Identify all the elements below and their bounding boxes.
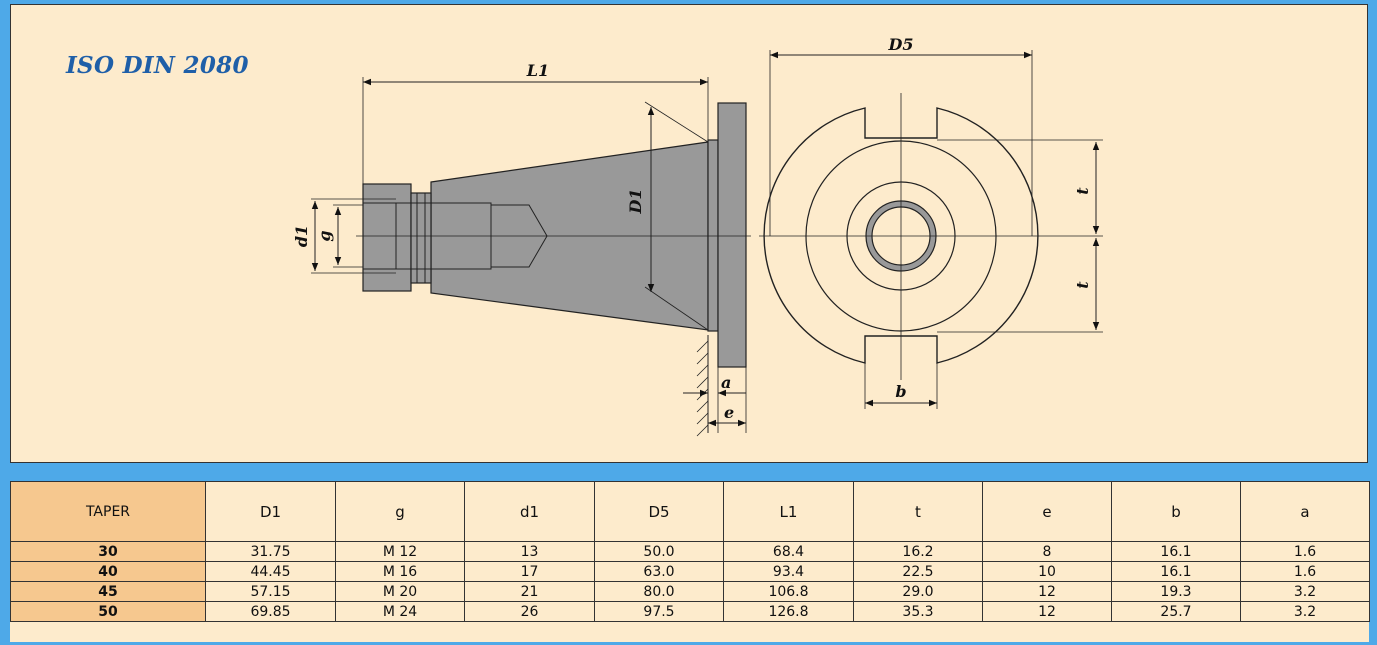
dimension-D1: D1: [626, 101, 709, 331]
dimension-L1: L1: [362, 61, 709, 184]
table-cell: 16.2: [853, 541, 983, 562]
label-d1: d1: [292, 225, 311, 247]
table-cell: 1.6: [1240, 561, 1370, 582]
header-d1: d1: [464, 481, 595, 542]
table-cell: 12: [982, 581, 1112, 602]
header-g: g: [335, 481, 465, 542]
dimension-t: t t: [937, 139, 1103, 333]
taper-cell: 30: [10, 541, 206, 562]
table-row: 45 57.15 M 20 21 80.0 106.8 29.0 12 19.3…: [10, 581, 1370, 602]
table-cell: 31.75: [205, 541, 336, 562]
table-cell: 57.15: [205, 581, 336, 602]
table-cell: 17: [464, 561, 595, 582]
table-cell: 93.4: [723, 561, 854, 582]
drawing-panel: ISO DIN 2080: [10, 4, 1368, 463]
table-cell: 13: [464, 541, 595, 562]
label-g: g: [315, 230, 334, 241]
table-cell: 68.4: [723, 541, 854, 562]
label-D1: D1: [626, 188, 645, 214]
label-t-upper: t: [1073, 187, 1092, 195]
label-L1: L1: [526, 61, 549, 80]
table-row: 40 44.45 M 16 17 63.0 93.4 22.5 10 16.1 …: [10, 561, 1370, 582]
header-L1: L1: [723, 481, 854, 542]
dimension-e: e: [708, 367, 747, 433]
taper-cell: 50: [10, 601, 206, 622]
table-cell: 26: [464, 601, 595, 622]
dimension-d1: d1: [292, 198, 396, 274]
flange-face: [707, 139, 719, 332]
header-a: a: [1240, 481, 1370, 542]
shank-neck: [410, 192, 432, 284]
table-cell: 50.0: [594, 541, 724, 562]
header-t: t: [853, 481, 983, 542]
dimension-g: g: [315, 204, 363, 268]
table-cell: 16.1: [1111, 541, 1241, 562]
table-cell: M 24: [335, 601, 465, 622]
table-cell: M 16: [335, 561, 465, 582]
table-cell: 69.85: [205, 601, 336, 622]
label-a: a: [721, 373, 731, 392]
label-t-lower: t: [1073, 281, 1092, 289]
table-cell: 29.0: [853, 581, 983, 602]
table-cell: 25.7: [1111, 601, 1241, 622]
header-taper: TAPER: [10, 481, 206, 542]
dimension-table-panel: TAPER D1 g d1 D5 L1 t e b a 30 31.75 M 1…: [10, 481, 1370, 642]
table-cell: 1.6: [1240, 541, 1370, 562]
shank-end: [362, 183, 412, 292]
table-row: 50 69.85 M 24 26 97.5 126.8 35.3 12 25.7…: [10, 601, 1370, 622]
table-cell: 22.5: [853, 561, 983, 582]
taper-front-view: [759, 93, 1041, 380]
table-cell: 3.2: [1240, 601, 1370, 622]
label-D5: D5: [887, 35, 913, 54]
table-cell: 35.3: [853, 601, 983, 622]
table-cell: 19.3: [1111, 581, 1241, 602]
label-e: e: [724, 403, 734, 422]
table-cell: 97.5: [594, 601, 724, 622]
taper-cell: 40: [10, 561, 206, 582]
table-cell: 63.0: [594, 561, 724, 582]
dimension-b: b: [864, 363, 938, 409]
header-b: b: [1111, 481, 1241, 542]
label-b: b: [895, 382, 906, 401]
table-cell: 126.8: [723, 601, 854, 622]
table-cell: 21: [464, 581, 595, 602]
table-header-row: TAPER D1 g d1 D5 L1 t e b a: [10, 481, 1370, 542]
table-cell: 16.1: [1111, 561, 1241, 582]
technical-drawing: L1 D1 d1 g a: [292, 35, 1103, 437]
table-cell: M 12: [335, 541, 465, 562]
header-D1: D1: [205, 481, 336, 542]
header-e: e: [982, 481, 1112, 542]
table-cell: M 20: [335, 581, 465, 602]
table-cell: 3.2: [1240, 581, 1370, 602]
taper-side-view: [356, 102, 751, 437]
table-row: 30 31.75 M 12 13 50.0 68.4 16.2 8 16.1 1…: [10, 541, 1370, 562]
dimension-table: TAPER D1 g d1 D5 L1 t e b a 30 31.75 M 1…: [10, 481, 1370, 622]
flange: [717, 102, 747, 368]
table-cell: 12: [982, 601, 1112, 622]
dimension-D5: D5: [769, 35, 1033, 236]
table-cell: 44.45: [205, 561, 336, 582]
taper-cell: 45: [10, 581, 206, 602]
table-cell: 10: [982, 561, 1112, 582]
table-cell: 8: [982, 541, 1112, 562]
spec-title: ISO DIN 2080: [66, 52, 249, 79]
table-cell: 106.8: [723, 581, 854, 602]
header-D5: D5: [594, 481, 724, 542]
table-cell: 80.0: [594, 581, 724, 602]
